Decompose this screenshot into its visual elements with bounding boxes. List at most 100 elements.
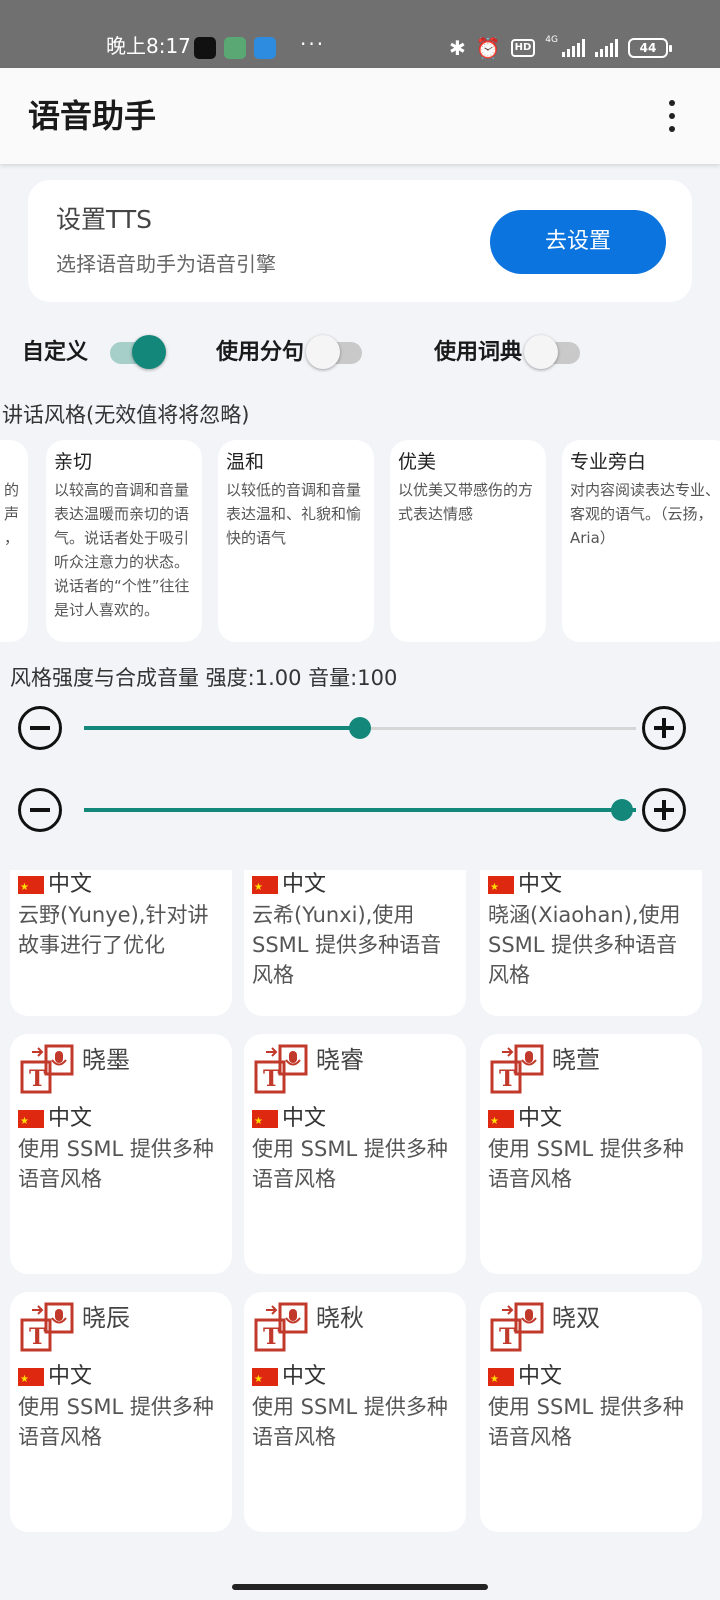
china-flag-icon [488,1107,514,1137]
voice-card-xiaorui[interactable]: T 晓睿 中文 使用 SSML 提供多种语音风格 [244,1034,466,1274]
strength-slider[interactable] [84,717,636,739]
toggle-custom-switch[interactable] [108,332,167,369]
tts-voice-icon: T [20,1302,74,1352]
style-desc: 对内容阅读表达专业、客观的语气。（云扬，Aria） [570,481,720,547]
china-flag-icon [18,1107,44,1137]
volume-slider[interactable] [84,799,636,821]
toggle-custom: 自定义 [22,332,167,369]
style-card-partial[interactable]: 的 声 ， [0,440,28,642]
style-desc: 以优美又带感伤的方式表达情感 [398,481,534,523]
app-notification-icon [224,37,246,59]
battery-icon: 44 [628,38,672,58]
voice-lang: 中文 [488,870,562,903]
style-name: 优美 [398,451,437,473]
china-flag-icon [252,873,278,903]
chat-notification-icon [254,37,276,59]
overflow-menu-icon[interactable] [666,100,678,132]
tiktok-icon [194,37,216,59]
network-type: 4G [545,35,558,45]
setup-title: 设置TTS [56,205,152,234]
signal-icon-2 [595,39,618,57]
voice-grid[interactable]: 中文 云野(Yunye),针对讲故事进行了优化 中文 云希(Yunxi),使用 … [0,870,720,1570]
style-card-qinqie[interactable]: 亲切 以较高的音调和音量表达温暖而亲切的语气。说话者处于吸引听众注意力的状态。说… [46,440,202,642]
voice-card[interactable]: 中文 晓涵(Xiaohan),使用 SSML 提供多种语音风格 [480,870,702,1016]
tts-setup-card: 设置TTS 选择语音助手为语音引擎 去设置 [28,180,692,302]
voice-desc: 使用 SSML 提供多种语音风格 [18,1137,214,1191]
style-card-youmei[interactable]: 优美 以优美又带感伤的方式表达情感 [390,440,546,642]
voice-lang: 中文 [252,1104,326,1137]
speaking-style-label: 讲话风格(无效值将将忽略) [2,403,250,427]
svg-text:T: T [499,1324,516,1350]
toggle-split-label: 使用分句 [216,340,305,365]
style-desc: 以较低的音调和音量表达温和、礼貌和愉快的语气 [226,481,362,547]
voice-lang: 中文 [488,1362,562,1395]
voice-lang: 中文 [252,1362,326,1395]
signal-icon [562,39,585,57]
app-bar: 语音助手 [0,68,720,164]
voice-card[interactable]: 中文 云野(Yunye),针对讲故事进行了优化 [10,870,232,1016]
china-flag-icon [18,873,44,903]
voice-desc: 使用 SSML 提供多种语音风格 [18,1395,214,1449]
voice-desc: 使用 SSML 提供多种语音风格 [488,1137,684,1191]
strength-decrease-button[interactable] [18,706,62,750]
strength-slider-thumb[interactable] [349,717,371,739]
tts-voice-icon: T [254,1044,308,1094]
svg-text:T: T [263,1066,280,1092]
bluetooth-icon: ✱ [448,36,466,60]
toggle-dictionary: 使用词典 [434,332,582,369]
voice-name: 晓秋 [316,1304,364,1332]
tts-voice-icon: T [490,1044,544,1094]
voice-lang: 中文 [18,1362,92,1395]
voice-name: 晓辰 [82,1304,130,1332]
status-bar: 晚上8:17 ··· ✱ ⏰ HD 4G 44 [0,0,720,68]
hd-icon: HD [510,39,536,57]
style-name: 亲切 [54,451,93,473]
china-flag-icon [252,1365,278,1395]
voice-card[interactable]: 中文 云希(Yunxi),使用 SSML 提供多种语音风格 [244,870,466,1016]
svg-text:T: T [29,1324,46,1350]
voice-desc: 使用 SSML 提供多种语音风格 [488,1395,684,1449]
voice-lang: 中文 [488,1104,562,1137]
voice-lang: 中文 [252,870,326,903]
voice-card-xiaoshuang[interactable]: T 晓双 中文 使用 SSML 提供多种语音风格 [480,1292,702,1532]
voice-card-xiaomo[interactable]: T 晓墨 中文 使用 SSML 提供多种语音风格 [10,1034,232,1274]
gesture-navigation-bar[interactable] [232,1584,488,1590]
more-notifications-icon: ··· [300,32,326,56]
voice-desc: 云希(Yunxi),使用 SSML 提供多种语音风格 [252,903,442,987]
svg-text:T: T [29,1066,46,1092]
volume-slider-fill [84,808,636,812]
tts-voice-icon: T [20,1044,74,1094]
voice-card-xiaoqiu[interactable]: T 晓秋 中文 使用 SSML 提供多种语音风格 [244,1292,466,1532]
volume-slider-row [0,784,720,834]
voice-desc: 云野(Yunye),针对讲故事进行了优化 [18,903,209,957]
toggle-dict-switch[interactable] [524,332,582,369]
strength-volume-label: 风格强度与合成音量 强度:1.00 音量:100 [10,666,398,690]
voice-name: 晓萱 [552,1046,600,1074]
voice-desc: 使用 SSML 提供多种语音风格 [252,1395,448,1449]
voice-lang: 中文 [18,870,92,903]
go-settings-button[interactable]: 去设置 [490,210,666,274]
volume-increase-button[interactable] [642,788,686,832]
volume-slider-thumb[interactable] [611,799,633,821]
style-card-wenhe[interactable]: 温和 以较低的音调和音量表达温和、礼貌和愉快的语气 [218,440,374,642]
style-partial-desc: 的 声 ， [4,481,20,547]
voice-card-xiaochen[interactable]: T 晓辰 中文 使用 SSML 提供多种语音风格 [10,1292,232,1532]
strength-increase-button[interactable] [642,706,686,750]
svg-text:T: T [499,1066,516,1092]
svg-text:T: T [263,1324,280,1350]
toggle-split-switch[interactable] [306,332,364,369]
status-time: 晚上8:17 [106,34,191,58]
style-carousel[interactable]: 的 声 ， 亲切 以较高的音调和音量表达温暖而亲切的语气。说话者处于吸引听众注意… [0,440,720,642]
tts-voice-icon: T [254,1302,308,1352]
style-card-narration[interactable]: 专业旁白 对内容阅读表达专业、客观的语气。（云扬，Aria） [562,440,720,642]
status-indicators: ✱ ⏰ HD 4G 44 [448,35,672,60]
china-flag-icon [488,873,514,903]
tts-voice-icon: T [490,1302,544,1352]
toggle-split-sentence: 使用分句 [216,332,364,369]
toggle-custom-label: 自定义 [22,340,89,365]
china-flag-icon [18,1365,44,1395]
alarm-icon: ⏰ [475,36,501,60]
volume-decrease-button[interactable] [18,788,62,832]
voice-card-xiaoxuan[interactable]: T 晓萱 中文 使用 SSML 提供多种语音风格 [480,1034,702,1274]
voice-lang: 中文 [18,1104,92,1137]
